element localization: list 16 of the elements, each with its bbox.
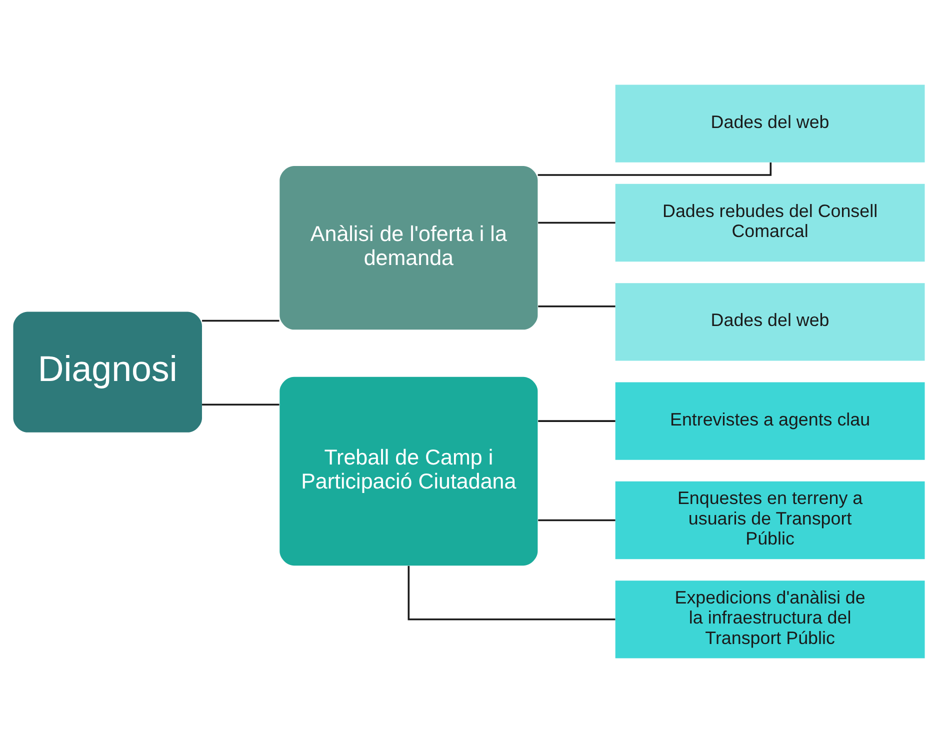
node-box: Dades rebudes del Consell Comarcal bbox=[615, 183, 925, 262]
node-box: Dades del web bbox=[615, 282, 925, 360]
node-box: Diagnosi bbox=[13, 311, 202, 432]
connector bbox=[538, 221, 616, 224]
connector bbox=[538, 420, 616, 422]
node-box: Enquestes en terreny a usuaris de Transport Públic bbox=[615, 480, 925, 559]
connector bbox=[538, 305, 616, 307]
connector bbox=[202, 319, 280, 322]
node-box: Anàlisi de l'oferta i la demanda bbox=[280, 166, 538, 330]
connector bbox=[538, 518, 616, 521]
connector bbox=[202, 403, 280, 406]
connector bbox=[408, 565, 616, 620]
node-box: Expedicions d'anàlisi de la infraestructura del Transport Públic bbox=[615, 580, 925, 658]
node-box: Entrevistes a agents clau bbox=[615, 382, 925, 460]
node-box: Dades del web bbox=[615, 84, 925, 162]
node-box: Treball de Camp i Participació Ciutadana bbox=[280, 376, 538, 566]
